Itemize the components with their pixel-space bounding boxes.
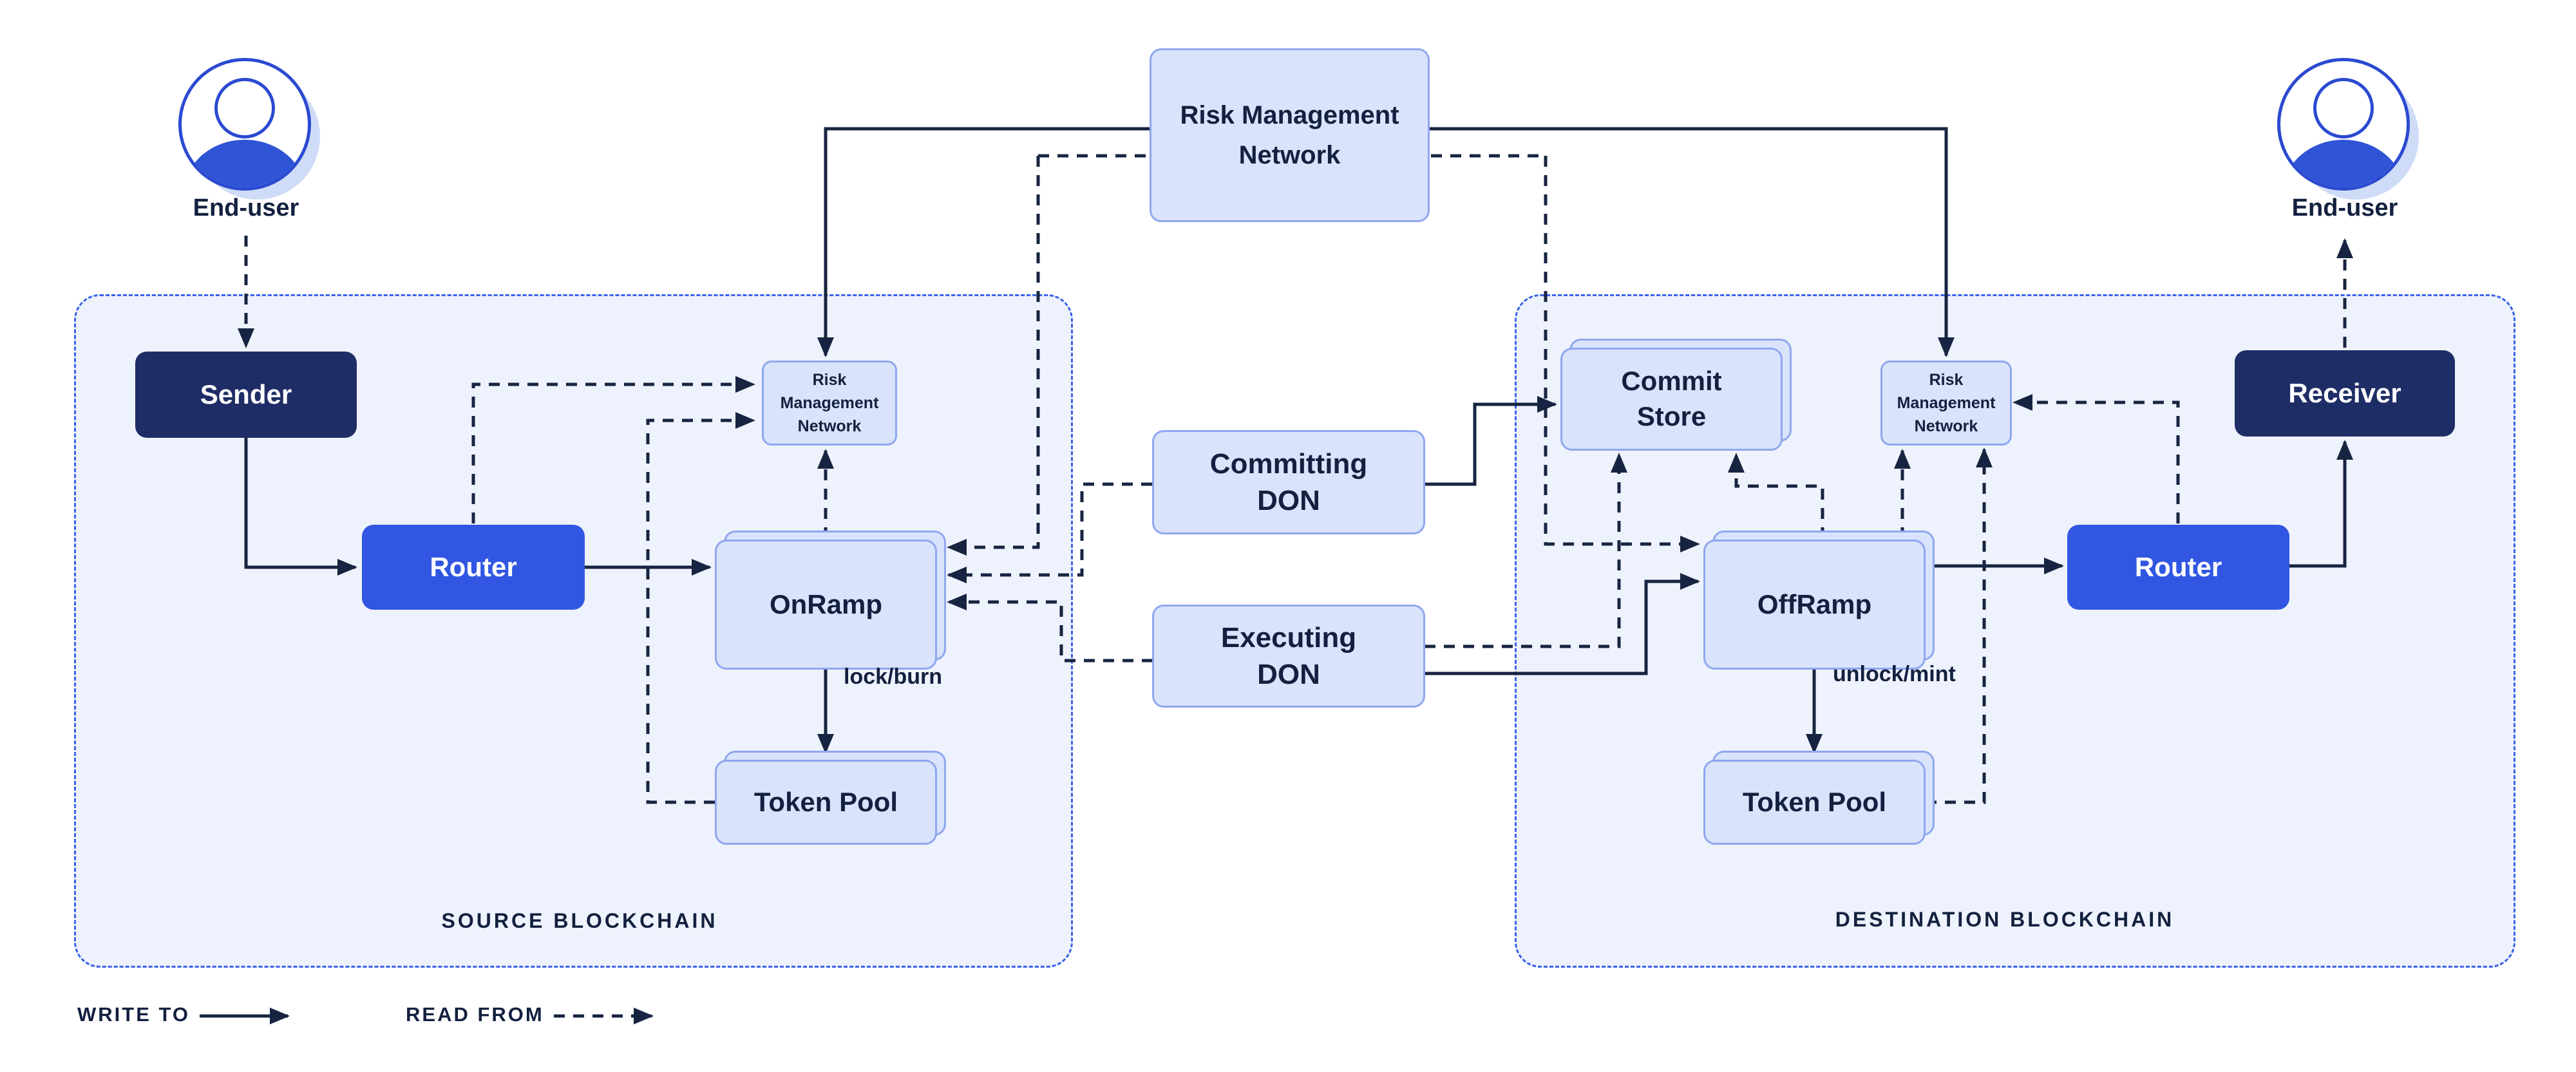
destination-token-pool-node: Token Pool <box>1703 760 1926 845</box>
legend-read-from-label: READ FROM <box>406 1003 544 1026</box>
destination-risk-management-network-node: Risk Management Network <box>1880 361 2012 446</box>
avatar-body <box>2284 140 2403 187</box>
source-risk-management-network-node: Risk Management Network <box>762 361 897 446</box>
offramp-node: OffRamp <box>1703 540 1926 670</box>
unlock-mint-label: unlock/mint <box>1833 662 1956 686</box>
risk-management-network-node: Risk Management Network <box>1150 48 1430 222</box>
avatar-circle <box>178 58 311 191</box>
end-user-left-icon <box>178 58 320 200</box>
sender-node: Sender <box>135 352 357 438</box>
onramp-node: OnRamp <box>715 540 937 670</box>
avatar-head <box>214 78 275 138</box>
source-token-pool-node: Token Pool <box>715 760 937 845</box>
end-user-left-label: End-user <box>193 194 299 221</box>
destination-blockchain-label: DESTINATION BLOCKCHAIN <box>1835 908 2175 931</box>
avatar-circle <box>2277 58 2410 191</box>
end-user-right-icon <box>2277 58 2419 200</box>
executing-don-node: Executing DON <box>1152 605 1425 708</box>
destination-router-node: Router <box>2067 525 2289 610</box>
avatar-body <box>185 140 305 187</box>
committing-don-node: Committing DON <box>1152 430 1425 534</box>
end-user-right-label: End-user <box>2291 194 2398 221</box>
lock-burn-label: lock/burn <box>844 664 943 689</box>
source-blockchain-label: SOURCE BLOCKCHAIN <box>441 909 718 932</box>
legend-write-to-label: WRITE TO <box>77 1003 190 1026</box>
avatar-head <box>2313 78 2374 138</box>
receiver-node: Receiver <box>2235 350 2455 437</box>
commit-store-node: Commit Store <box>1560 348 1783 451</box>
source-router-node: Router <box>362 525 585 610</box>
